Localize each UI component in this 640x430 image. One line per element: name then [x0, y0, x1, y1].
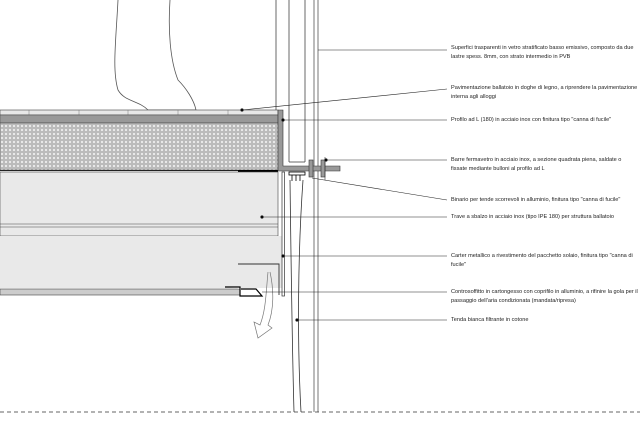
leader-lines: [240, 49, 448, 322]
glass-panes: [313, 0, 319, 412]
label-carter: Carter metallico a rivestimento del pacc…: [451, 253, 633, 268]
metal-carter: [281, 171, 285, 297]
aluminium-trim: [225, 286, 264, 297]
glass-bars: [308, 157, 326, 180]
person-foot-outline: [114, 0, 197, 111]
label-paving: Pavimentazione ballatoio in doghe di leg…: [451, 85, 638, 100]
curtain-track: [288, 171, 306, 181]
false-ceiling: [0, 288, 241, 296]
screed-layer: [0, 114, 279, 124]
label-glass: Superfici trasparenti in vetro stratific…: [451, 45, 634, 60]
label-glass-bars: Barre fermavetro in acciaio inox, a sezi…: [451, 157, 622, 172]
label-beam: Trave a sbalzo in acciaio inox (tipo IPE…: [451, 214, 615, 220]
curtain: [289, 179, 304, 413]
insulation-layer: [0, 122, 279, 171]
steel-beam: [0, 171, 279, 237]
label-false-ceiling: Controsoffitto in cartongesso con coprif…: [451, 289, 638, 304]
label-l-profile: Profilo ad L (180) in acciaio inox con f…: [451, 117, 612, 123]
l-profile: [277, 109, 341, 172]
label-curtain: Tenda bianca filtrante in cotone: [451, 317, 529, 323]
air-flow-arrow: [253, 271, 274, 339]
label-curtain-track: Binario per tende scorrevoli in allumini…: [451, 197, 621, 203]
ceiling-void: [0, 236, 283, 288]
wood-paving: [0, 109, 279, 116]
upper-glass-channel: [275, 0, 306, 163]
